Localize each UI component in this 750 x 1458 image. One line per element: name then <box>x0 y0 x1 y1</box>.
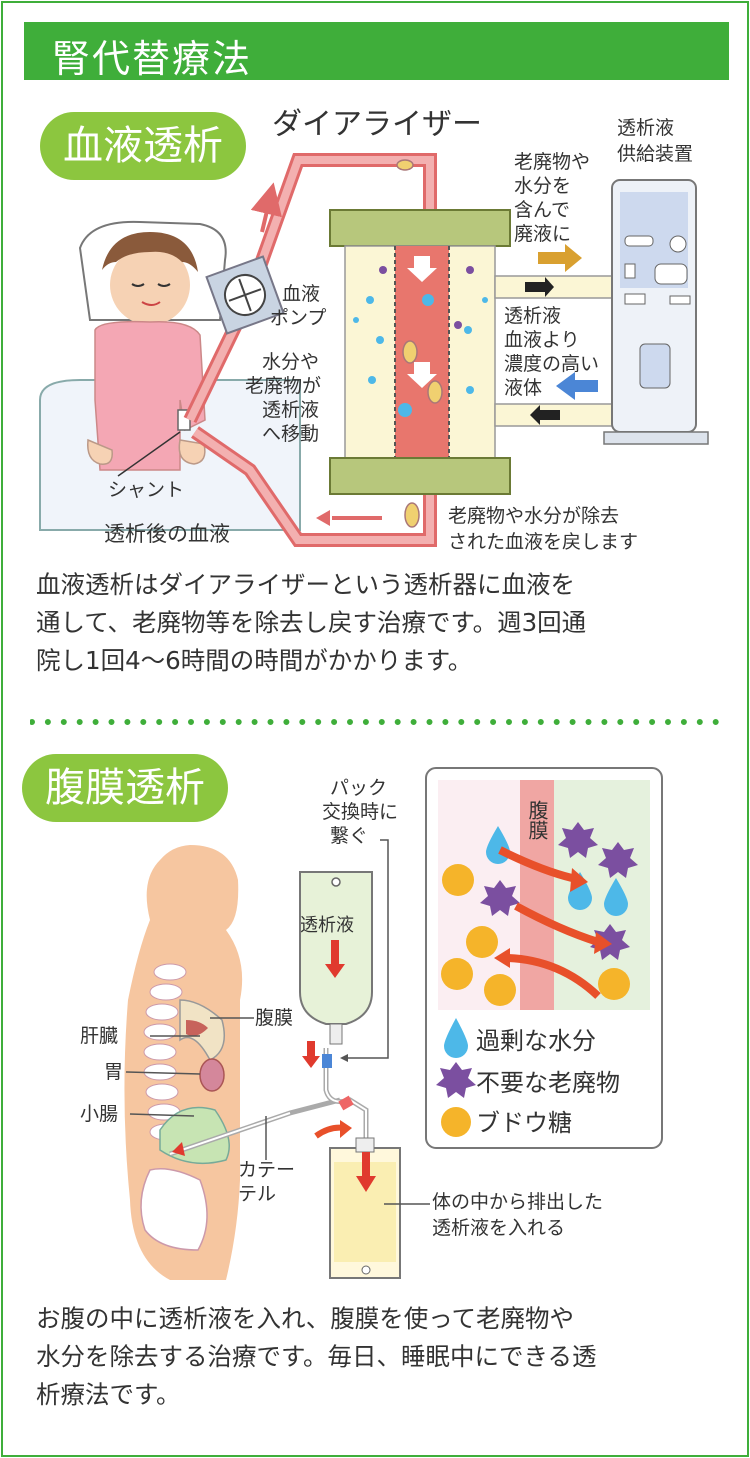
waste-out-label-4: 廃液に <box>514 223 572 245</box>
after-blood-label: 透析後の血液 <box>104 522 230 546</box>
waste-star-icon <box>436 1062 476 1098</box>
return-label-1: 老廃物や水分が除去 <box>448 505 620 527</box>
waste-out-label-2: 水分を <box>514 175 572 197</box>
waste-out-label-3: 含んで <box>514 199 571 221</box>
catheter-label-1: カテー <box>238 1159 296 1181</box>
section-divider <box>30 719 720 725</box>
peritoneal-description-line-3: 析療法です。 <box>36 1380 181 1409</box>
dialysate-label-4: 液体 <box>504 377 543 399</box>
dialyzer-bottom-cap <box>329 457 511 495</box>
peritoneal-description-line-2: 水分を除去する治療です。毎日、睡眠中にできる透 <box>36 1342 597 1371</box>
pump-label-1: 血液 <box>282 283 321 305</box>
pack-label-1: パック <box>330 777 388 799</box>
hemodialysis-badge: 血液透析 <box>40 112 246 180</box>
hemodialysis-description-line-1: 血液透析はダイアライザーという透析器に血液を <box>36 570 575 599</box>
stomach-organ <box>199 1058 225 1092</box>
catheter-label-2: テル <box>238 1183 277 1205</box>
dialysate-label-1: 透析液 <box>504 305 562 327</box>
move-label-3: 透析液 <box>262 399 320 421</box>
pelvis <box>140 1168 208 1251</box>
peritoneal-description-line-1: お腹の中に透析液を入れ、腹膜を使って老廃物や <box>36 1304 575 1333</box>
glucose-circle-icon <box>441 1107 471 1137</box>
legend-label-glucose: ブドウ糖 <box>476 1109 572 1137</box>
water-drop-icon <box>444 1018 468 1058</box>
patient-hair <box>102 232 198 272</box>
pack-label-2: 交換時に <box>322 801 399 823</box>
pack-label-3: 繋ぐ <box>330 825 369 847</box>
dialyzer-label: ダイアライザー <box>272 107 482 142</box>
peritoneal-description: お腹の中に透析液を入れ、腹膜を使って老廃物や 水分を除去する治療です。毎日、睡眠… <box>36 1300 597 1414</box>
blood-pump <box>205 255 285 335</box>
supply-label-1: 透析液 <box>617 117 675 139</box>
intestine-label: 小腸 <box>80 1103 119 1125</box>
legend-label-water: 過剰な水分 <box>476 1027 596 1055</box>
patient-face <box>110 245 190 325</box>
waste-out-label-1: 老廃物や <box>514 151 591 173</box>
dialysate-label-2: 血液より <box>504 329 580 351</box>
drain-label-1: 体の中から排出した <box>432 1191 604 1213</box>
liver-organ <box>186 1020 208 1036</box>
membrane-label: 腹膜 <box>255 1007 294 1029</box>
page-title: 腎代替療法 <box>52 37 253 81</box>
supply-label-2: 供給装置 <box>617 143 694 165</box>
dialysate-label-3: 濃度の高い <box>504 353 600 375</box>
dialyzer-top-cap <box>329 209 511 247</box>
peritoneal-dialysis-badge: 腹膜透析 <box>22 754 228 822</box>
return-label-2: された血液を戻します <box>448 531 639 553</box>
move-label-1: 水分や <box>262 351 320 373</box>
hemodialysis-description-line-3: 院し1回4〜6時間の時間がかかります。 <box>36 646 473 675</box>
blood-flow-arrows <box>407 256 437 388</box>
move-label-4: へ移動 <box>262 423 320 445</box>
liver-label: 肝臓 <box>80 1025 119 1047</box>
pump-label-2: ポンプ <box>270 307 327 329</box>
move-label-2: 老廃物が <box>245 375 322 397</box>
shunt-label: シャント <box>108 479 185 501</box>
bag-label: 透析液 <box>300 915 354 936</box>
membrane-band <box>520 780 554 1010</box>
title-bar: 腎代替療法 <box>24 22 729 81</box>
legend-membrane-label: 腹膜 <box>525 800 549 840</box>
hemodialysis-description: 血液透析はダイアライザーという透析器に血液を 通して、老廃物等を除去し戻す治療で… <box>36 566 586 680</box>
connector <box>322 1054 332 1068</box>
hemodialysis-description-line-2: 通して、老廃物等を除去し戻す治療です。週3回通 <box>36 608 587 637</box>
drain-label-2: 透析液を入れる <box>432 1217 566 1239</box>
legend-label-waste: 不要な老廃物 <box>476 1069 620 1097</box>
stomach-label: 胃 <box>104 1061 124 1083</box>
